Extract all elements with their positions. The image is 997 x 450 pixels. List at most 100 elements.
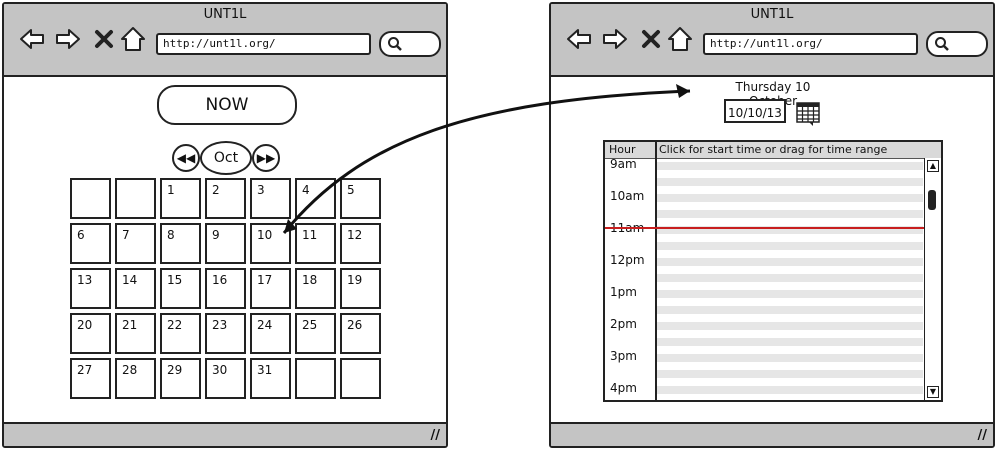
hour-label: 10am bbox=[610, 189, 645, 203]
calendar-day-3[interactable]: 3 bbox=[250, 178, 291, 219]
browser-toolbar: UNT1L http://unt1l.org/ bbox=[551, 4, 993, 77]
forward-arrow-icon[interactable] bbox=[54, 25, 82, 53]
date-field[interactable]: 10/10/13 bbox=[724, 99, 786, 123]
calendar-day-16[interactable]: 16 bbox=[205, 268, 246, 309]
calendar-day-23[interactable]: 23 bbox=[205, 313, 246, 354]
scrollbar-thumb[interactable] bbox=[928, 190, 936, 210]
time-range-instruction: Click for start time or drag for time ra… bbox=[659, 143, 888, 156]
address-bar[interactable]: http://unt1l.org/ bbox=[156, 33, 371, 55]
calendar-day-18[interactable]: 18 bbox=[295, 268, 336, 309]
hour-label: 4pm bbox=[610, 381, 637, 395]
calendar-day-13[interactable]: 13 bbox=[70, 268, 111, 309]
calendar-day-21[interactable]: 21 bbox=[115, 313, 156, 354]
time-slot[interactable] bbox=[657, 322, 923, 330]
month-navigator: ◀◀ Oct ▶▶ bbox=[172, 141, 284, 175]
calendar-day-7[interactable]: 7 bbox=[115, 223, 156, 264]
calendar-day-14[interactable]: 14 bbox=[115, 268, 156, 309]
calendar-icon[interactable] bbox=[795, 100, 821, 126]
close-icon[interactable] bbox=[90, 25, 118, 53]
browser-toolbar: UNT1L http://unt1l.org/ bbox=[4, 4, 446, 77]
next-month-button[interactable]: ▶▶ bbox=[252, 144, 280, 172]
time-slot[interactable] bbox=[657, 306, 923, 314]
calendar-empty-cell bbox=[340, 358, 381, 399]
calendar-day-26[interactable]: 26 bbox=[340, 313, 381, 354]
calendar-day-10[interactable]: 10 bbox=[250, 223, 291, 264]
search-icon bbox=[388, 37, 402, 51]
time-slot[interactable] bbox=[657, 162, 923, 170]
previous-month-button[interactable]: ◀◀ bbox=[172, 144, 200, 172]
resize-grip-icon[interactable]: // bbox=[977, 428, 988, 443]
time-slot[interactable] bbox=[657, 370, 923, 378]
status-bar: // bbox=[551, 422, 993, 446]
time-slot[interactable] bbox=[657, 226, 923, 234]
address-bar[interactable]: http://unt1l.org/ bbox=[703, 33, 918, 55]
hour-label: 9am bbox=[610, 157, 637, 171]
now-button[interactable]: NOW bbox=[157, 85, 297, 125]
calendar-day-9[interactable]: 9 bbox=[205, 223, 246, 264]
calendar-empty-cell bbox=[115, 178, 156, 219]
calendar-day-25[interactable]: 25 bbox=[295, 313, 336, 354]
calendar-day-8[interactable]: 8 bbox=[160, 223, 201, 264]
close-icon[interactable] bbox=[637, 25, 665, 53]
calendar-day-1[interactable]: 1 bbox=[160, 178, 201, 219]
forward-arrow-icon[interactable] bbox=[601, 25, 629, 53]
time-slot[interactable] bbox=[657, 354, 923, 362]
hour-label: 3pm bbox=[610, 349, 637, 363]
column-divider bbox=[655, 142, 657, 400]
month-label[interactable]: Oct bbox=[200, 141, 252, 175]
search-icon bbox=[935, 37, 949, 51]
calendar-day-15[interactable]: 15 bbox=[160, 268, 201, 309]
back-arrow-icon[interactable] bbox=[565, 25, 593, 53]
time-slot[interactable] bbox=[657, 290, 923, 298]
time-slot[interactable] bbox=[657, 210, 923, 218]
hour-label: 1pm bbox=[610, 285, 637, 299]
day-schedule[interactable]: Hour Click for start time or drag for ti… bbox=[603, 140, 943, 402]
vertical-scrollbar[interactable]: ▲ ▼ bbox=[924, 158, 941, 400]
window-title: UNT1L bbox=[203, 7, 247, 22]
time-slot[interactable] bbox=[657, 178, 923, 186]
calendar-day-5[interactable]: 5 bbox=[340, 178, 381, 219]
time-slot[interactable] bbox=[657, 258, 923, 266]
rewind-icon: ◀◀ bbox=[176, 151, 196, 165]
back-arrow-icon[interactable] bbox=[18, 25, 46, 53]
time-slot[interactable] bbox=[657, 338, 923, 346]
home-icon[interactable] bbox=[119, 25, 147, 53]
scroll-down-icon[interactable]: ▼ bbox=[927, 386, 939, 398]
calendar-empty-cell bbox=[295, 358, 336, 399]
home-icon[interactable] bbox=[666, 25, 694, 53]
calendar-day-27[interactable]: 27 bbox=[70, 358, 111, 399]
calendar-day-2[interactable]: 2 bbox=[205, 178, 246, 219]
hour-column-header: Hour bbox=[609, 143, 636, 156]
calendar-day-12[interactable]: 12 bbox=[340, 223, 381, 264]
calendar-day-28[interactable]: 28 bbox=[115, 358, 156, 399]
search-field[interactable] bbox=[379, 31, 441, 57]
window-title: UNT1L bbox=[750, 7, 794, 22]
time-slot[interactable] bbox=[657, 274, 923, 282]
calendar-day-31[interactable]: 31 bbox=[250, 358, 291, 399]
calendar-day-29[interactable]: 29 bbox=[160, 358, 201, 399]
calendar-empty-cell bbox=[70, 178, 111, 219]
calendar-day-30[interactable]: 30 bbox=[205, 358, 246, 399]
calendar-day-22[interactable]: 22 bbox=[160, 313, 201, 354]
search-field[interactable] bbox=[926, 31, 988, 57]
calendar-day-6[interactable]: 6 bbox=[70, 223, 111, 264]
status-bar: // bbox=[4, 422, 446, 446]
hour-label: 2pm bbox=[610, 317, 637, 331]
calendar-day-19[interactable]: 19 bbox=[340, 268, 381, 309]
resize-grip-icon[interactable]: // bbox=[430, 428, 441, 443]
current-time-line bbox=[605, 227, 927, 229]
time-slot[interactable] bbox=[657, 386, 923, 394]
fast-forward-icon: ▶▶ bbox=[256, 151, 276, 165]
calendar-day-24[interactable]: 24 bbox=[250, 313, 291, 354]
scroll-up-icon[interactable]: ▲ bbox=[927, 160, 939, 172]
time-slot[interactable] bbox=[657, 242, 923, 250]
hour-label: 12pm bbox=[610, 253, 645, 267]
calendar-day-4[interactable]: 4 bbox=[295, 178, 336, 219]
calendar-day-17[interactable]: 17 bbox=[250, 268, 291, 309]
browser-window-day-view: UNT1L http://unt1l.org/ Thursday 10 Octo… bbox=[549, 2, 995, 448]
calendar-day-20[interactable]: 20 bbox=[70, 313, 111, 354]
time-slot[interactable] bbox=[657, 194, 923, 202]
calendar-day-11[interactable]: 11 bbox=[295, 223, 336, 264]
